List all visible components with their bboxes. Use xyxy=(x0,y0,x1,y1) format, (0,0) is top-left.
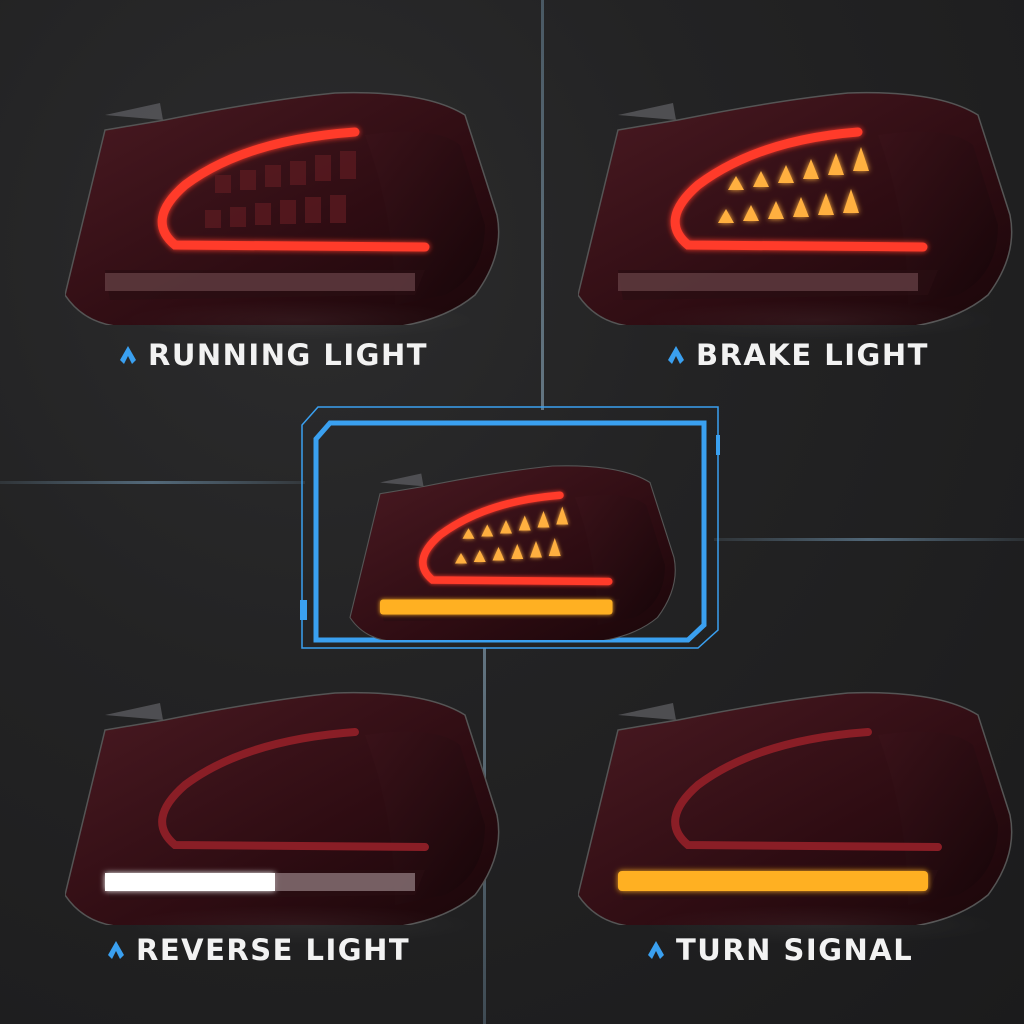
chevron-up-icon xyxy=(648,941,664,959)
caption-label: REVERSE LIGHT xyxy=(136,933,411,967)
divider-horizontal-right xyxy=(714,538,1024,541)
caption-label: TURN SIGNAL xyxy=(676,933,914,967)
chevron-up-icon xyxy=(120,346,136,364)
caption-running-light: RUNNING LIGHT xyxy=(120,338,428,372)
caption-brake-light: BRAKE LIGHT xyxy=(668,338,929,372)
chevron-up-icon xyxy=(108,941,124,959)
caption-turn-signal: TURN SIGNAL xyxy=(648,933,913,967)
divider-horizontal-left xyxy=(0,481,305,484)
tail-light-image-turn xyxy=(578,691,1013,925)
floor-reflection xyxy=(120,300,480,340)
featured-frame xyxy=(300,405,720,650)
chevron-up-icon xyxy=(668,346,684,364)
caption-label: RUNNING LIGHT xyxy=(148,338,429,372)
floor-reflection xyxy=(120,905,480,945)
floor-reflection xyxy=(640,300,1000,340)
caption-reverse-light: REVERSE LIGHT xyxy=(108,933,410,967)
tail-light-image-reverse xyxy=(65,691,500,925)
caption-label: BRAKE LIGHT xyxy=(696,338,929,372)
tail-light-image-running xyxy=(65,91,500,325)
floor-reflection xyxy=(640,905,1000,945)
divider-vertical-top xyxy=(541,0,544,410)
tail-light-image-brake xyxy=(578,91,1013,325)
tail-light-image-combined xyxy=(349,465,676,640)
